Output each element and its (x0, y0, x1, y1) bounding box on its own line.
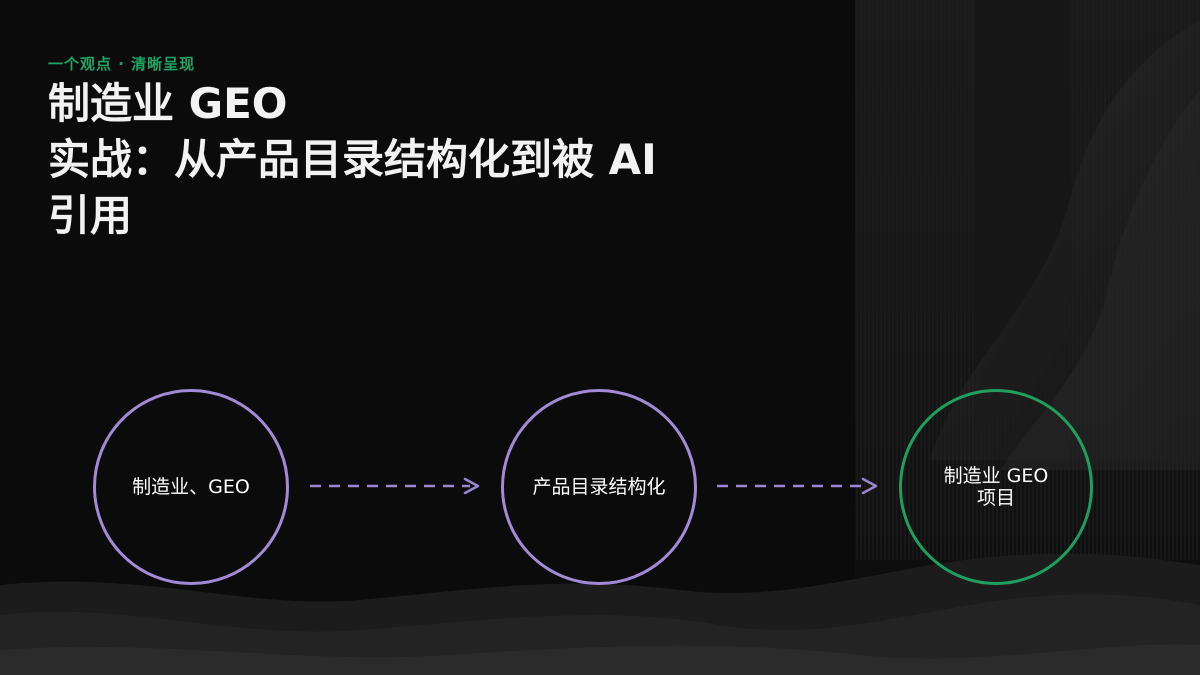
eyebrow-text: 一个观点 · 清晰呈现 (48, 55, 196, 73)
flow-node-label: 制造业、GEO (132, 476, 250, 498)
flow-node-catalog-structuring: 产品目录结构化 (501, 389, 697, 585)
flow-node-label: 产品目录结构化 (532, 476, 666, 498)
flow-node-manufacturing-geo: 制造业、GEO (93, 389, 289, 585)
title-line-2: 实战：从产品目录结构化到被 AI (48, 135, 657, 184)
page-title: 制造业 GEO 实战：从产品目录结构化到被 AI 引用 (48, 76, 788, 244)
title-line-1: 制造业 GEO (48, 79, 288, 128)
flow-node-label: 制造业 GEO 项目 (943, 465, 1049, 509)
title-line-3: 引用 (48, 191, 133, 240)
flow-node-geo-project: 制造业 GEO 项目 (899, 389, 1093, 585)
